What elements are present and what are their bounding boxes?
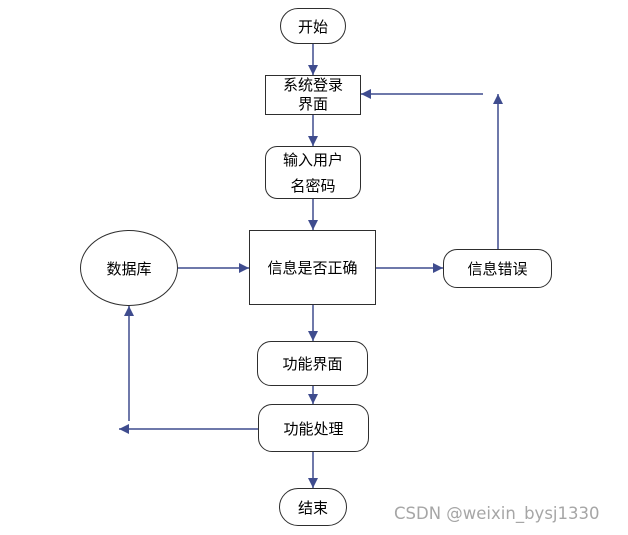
node-function-ui: 功能界面 <box>257 341 368 386</box>
node-end: 结束 <box>279 488 347 526</box>
node-end-label: 结束 <box>297 498 328 517</box>
node-start-label: 开始 <box>297 17 328 36</box>
node-check-label: 信息是否正确 <box>267 259 358 277</box>
node-function-ui-label: 功能界面 <box>282 355 343 373</box>
node-login-label-line1: 系统登录 <box>282 76 343 94</box>
node-input-label-line1: 输入用户 <box>282 150 343 169</box>
node-input-label-line2: 名密码 <box>290 176 336 195</box>
node-database-label: 数据库 <box>106 259 152 278</box>
node-input-credentials: 输入用户 名密码 <box>265 146 361 199</box>
node-check-info: 信息是否正确 <box>249 230 376 305</box>
node-function-process-label: 功能处理 <box>283 419 344 438</box>
node-info-error: 信息错误 <box>443 249 552 288</box>
node-login-screen: 系统登录 界面 <box>265 75 361 115</box>
node-error-label: 信息错误 <box>467 260 528 278</box>
node-login-label-line2: 界面 <box>297 95 328 113</box>
node-start: 开始 <box>280 8 346 44</box>
node-function-process: 功能处理 <box>258 404 369 452</box>
node-database: 数据库 <box>80 230 178 306</box>
watermark-text: CSDN @weixin_bysj1330 <box>394 504 600 523</box>
